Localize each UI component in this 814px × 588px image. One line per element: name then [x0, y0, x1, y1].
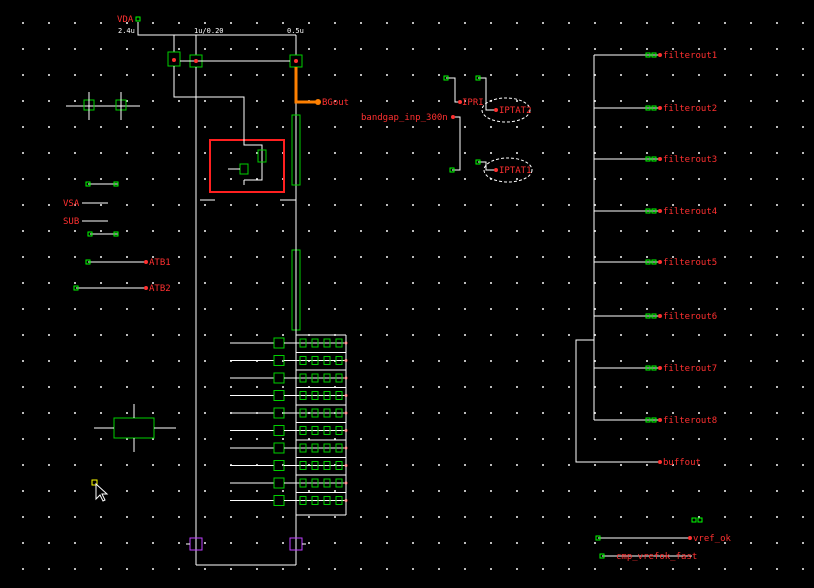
filter-output-3[interactable]: filterout3 [594, 155, 717, 165]
filter-output-2[interactable]: filterout2 [594, 104, 717, 114]
sub-pin-label: SUB [63, 217, 79, 227]
bgout-net[interactable]: BGout [294, 67, 349, 108]
supply-width-label: 2.4u [118, 27, 135, 35]
switch-row[interactable] [230, 334, 348, 349]
switch-array[interactable] [230, 334, 348, 516]
highlighted-device[interactable] [228, 125, 267, 185]
filter-output-8[interactable]: filterout8 [594, 416, 717, 426]
filter-output-5[interactable]: filterout5 [594, 258, 717, 268]
bottom-right-pins: vref_ok cmp_vrefok_fast [595, 517, 732, 562]
pmos-mirror [167, 35, 303, 565]
atb1-pin-label: ATB1 [149, 258, 171, 268]
filter-output-label: filterout8 [663, 416, 717, 426]
buffer-instance[interactable] [113, 417, 155, 439]
supply-pin-label: VDA [117, 15, 134, 25]
ipri-label: IPRI [462, 98, 484, 108]
cmp-pin-label: cmp_vrefok_fast [616, 552, 697, 562]
vdd-rail[interactable] [137, 22, 296, 36]
switch-row[interactable] [230, 457, 348, 471]
atb2-pin-label: ATB2 [149, 284, 171, 294]
device-size-label-1: 1u/0.20 [194, 27, 224, 35]
filter-output-label: filterout6 [663, 312, 717, 322]
filter-output-label: filterout5 [663, 258, 717, 268]
switch-row[interactable] [230, 404, 348, 419]
supply-section: VDA 2.4u 1u/0.20 0.5u [117, 15, 304, 36]
switch-row[interactable] [230, 492, 348, 506]
filter-output-label: filterout7 [663, 364, 717, 374]
filter-output-4[interactable]: filterout4 [594, 207, 717, 217]
filter-output-1[interactable]: filterout1 [594, 51, 717, 61]
arrow-cursor-icon [91, 479, 109, 502]
left-pins: VSA SUB ATB1 ATB2 [63, 92, 176, 452]
vref-ok-label: vref_ok [693, 534, 732, 544]
filter-output-6[interactable]: filterout6 [594, 312, 717, 322]
switch-row[interactable] [230, 474, 348, 489]
iptat2-label: IPTAT2 [499, 106, 532, 116]
buffout-label: buffout [663, 458, 701, 468]
device-size-label-2: 0.5u [287, 27, 304, 35]
supply-pin[interactable] [135, 16, 141, 22]
bottom-devices [186, 537, 306, 566]
resistor-ladder [200, 114, 301, 565]
filter-output-7[interactable]: filterout7 [594, 364, 717, 374]
iptat1-label: IPTAT1 [499, 166, 532, 176]
switch-row[interactable] [230, 439, 348, 454]
switch-row[interactable] [230, 422, 348, 436]
bgout-label: BGout [322, 98, 349, 108]
bandgap-pin-label: bandgap_inp_300n [361, 113, 448, 123]
filter-output-label: filterout4 [663, 207, 717, 217]
selection-highlight[interactable] [209, 139, 285, 193]
switch-row[interactable] [230, 352, 348, 366]
switch-row[interactable] [230, 387, 348, 401]
filter-output-label: filterout2 [663, 104, 717, 114]
vsa-pin-label: VSA [63, 199, 80, 209]
filter-output-label: filterout3 [663, 155, 717, 165]
filter-outputs: buffout filterout1 filterout2 filterout3 fi… [575, 51, 717, 468]
filter-output-label: filterout1 [663, 51, 717, 61]
iptat-section: IPRI bandgap_inp_300n IPTAT2 IPTAT1 [361, 75, 533, 183]
switch-row[interactable] [230, 369, 348, 384]
